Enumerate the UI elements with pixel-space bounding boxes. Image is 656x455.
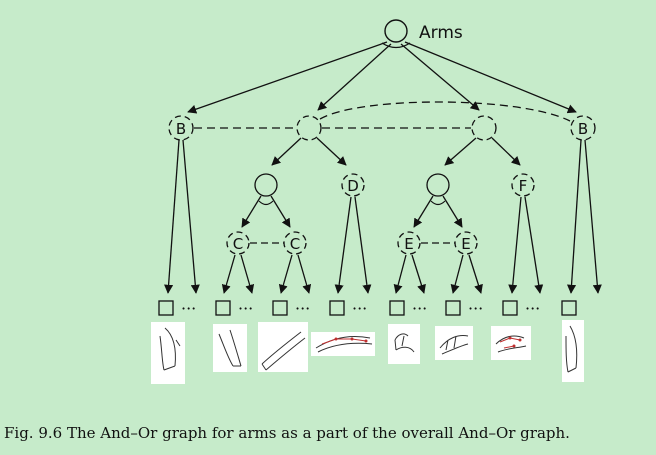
ellipsis: ··· xyxy=(295,299,310,318)
level2-node-f: F xyxy=(511,173,535,197)
level2-node-d: D xyxy=(341,173,365,197)
node-label-b-left: B xyxy=(176,120,186,138)
svg-text:C: C xyxy=(233,235,243,253)
svg-text:C: C xyxy=(290,235,300,253)
arm-thumbnail-upper-arm-right xyxy=(562,320,584,382)
level3-edges xyxy=(221,254,483,294)
terminal-node xyxy=(445,300,461,316)
terminal-node xyxy=(329,300,345,316)
level1-node-left-or xyxy=(296,115,322,141)
root-node: Arms xyxy=(384,19,463,43)
level1-edges xyxy=(164,137,602,294)
terminal-node xyxy=(502,300,518,316)
terminal-node xyxy=(158,300,174,316)
level2-node-and-right xyxy=(426,173,450,197)
ellipses: ··· ··· ··· ··· ··· ··· ··· xyxy=(181,299,540,318)
arm-thumbnail-open-hand xyxy=(435,326,473,360)
terminal-node xyxy=(389,300,405,316)
terminal-node xyxy=(272,300,288,316)
arm-thumbnails xyxy=(151,320,584,384)
arm-thumbnail-hand-keypoints xyxy=(491,326,531,360)
arm-thumbnail-forearm xyxy=(213,324,247,372)
level2-edges xyxy=(241,195,544,294)
and-or-graph: Arms B B D xyxy=(151,19,602,384)
and-arc xyxy=(258,200,274,206)
svg-text:E: E xyxy=(404,235,413,253)
level1-node-right-or xyxy=(471,115,497,141)
and-arc xyxy=(381,42,411,49)
node-label-d: D xyxy=(347,177,359,195)
root-label: Arms xyxy=(419,23,463,43)
svg-text:E: E xyxy=(461,235,470,253)
figure-caption: Fig. 9.6 The And–Or graph for arms as a … xyxy=(4,424,570,442)
arm-thumbnail-hand xyxy=(388,324,420,364)
arm-thumbnail-horizontal-arm xyxy=(311,332,375,356)
ellipsis: ··· xyxy=(181,299,196,318)
level3-node-e-left: E xyxy=(397,231,421,255)
level1-relations xyxy=(194,101,571,129)
terminal-node xyxy=(215,300,231,316)
and-arc xyxy=(430,200,446,206)
ellipsis: ··· xyxy=(352,299,367,318)
level2-node-and-left xyxy=(254,173,278,197)
ellipsis: ··· xyxy=(238,299,253,318)
node-label-f: F xyxy=(519,177,528,195)
ellipsis: ··· xyxy=(468,299,483,318)
ellipsis: ··· xyxy=(525,299,540,318)
terminal-node xyxy=(561,300,577,316)
arm-thumbnail-upper-arm xyxy=(151,322,185,384)
ellipsis: ··· xyxy=(412,299,427,318)
root-edges xyxy=(187,41,577,114)
terminal-nodes xyxy=(158,300,577,316)
level3-node-c-right: C xyxy=(283,231,307,255)
level3-node-c-left: C xyxy=(226,231,250,255)
level1-node-b-left: B xyxy=(168,115,194,141)
level3-node-e-right: E xyxy=(454,231,478,255)
arm-thumbnail-diagonal-arm xyxy=(258,322,308,372)
node-label-b-right: B xyxy=(578,120,588,138)
level1-node-b-right: B xyxy=(570,115,596,141)
